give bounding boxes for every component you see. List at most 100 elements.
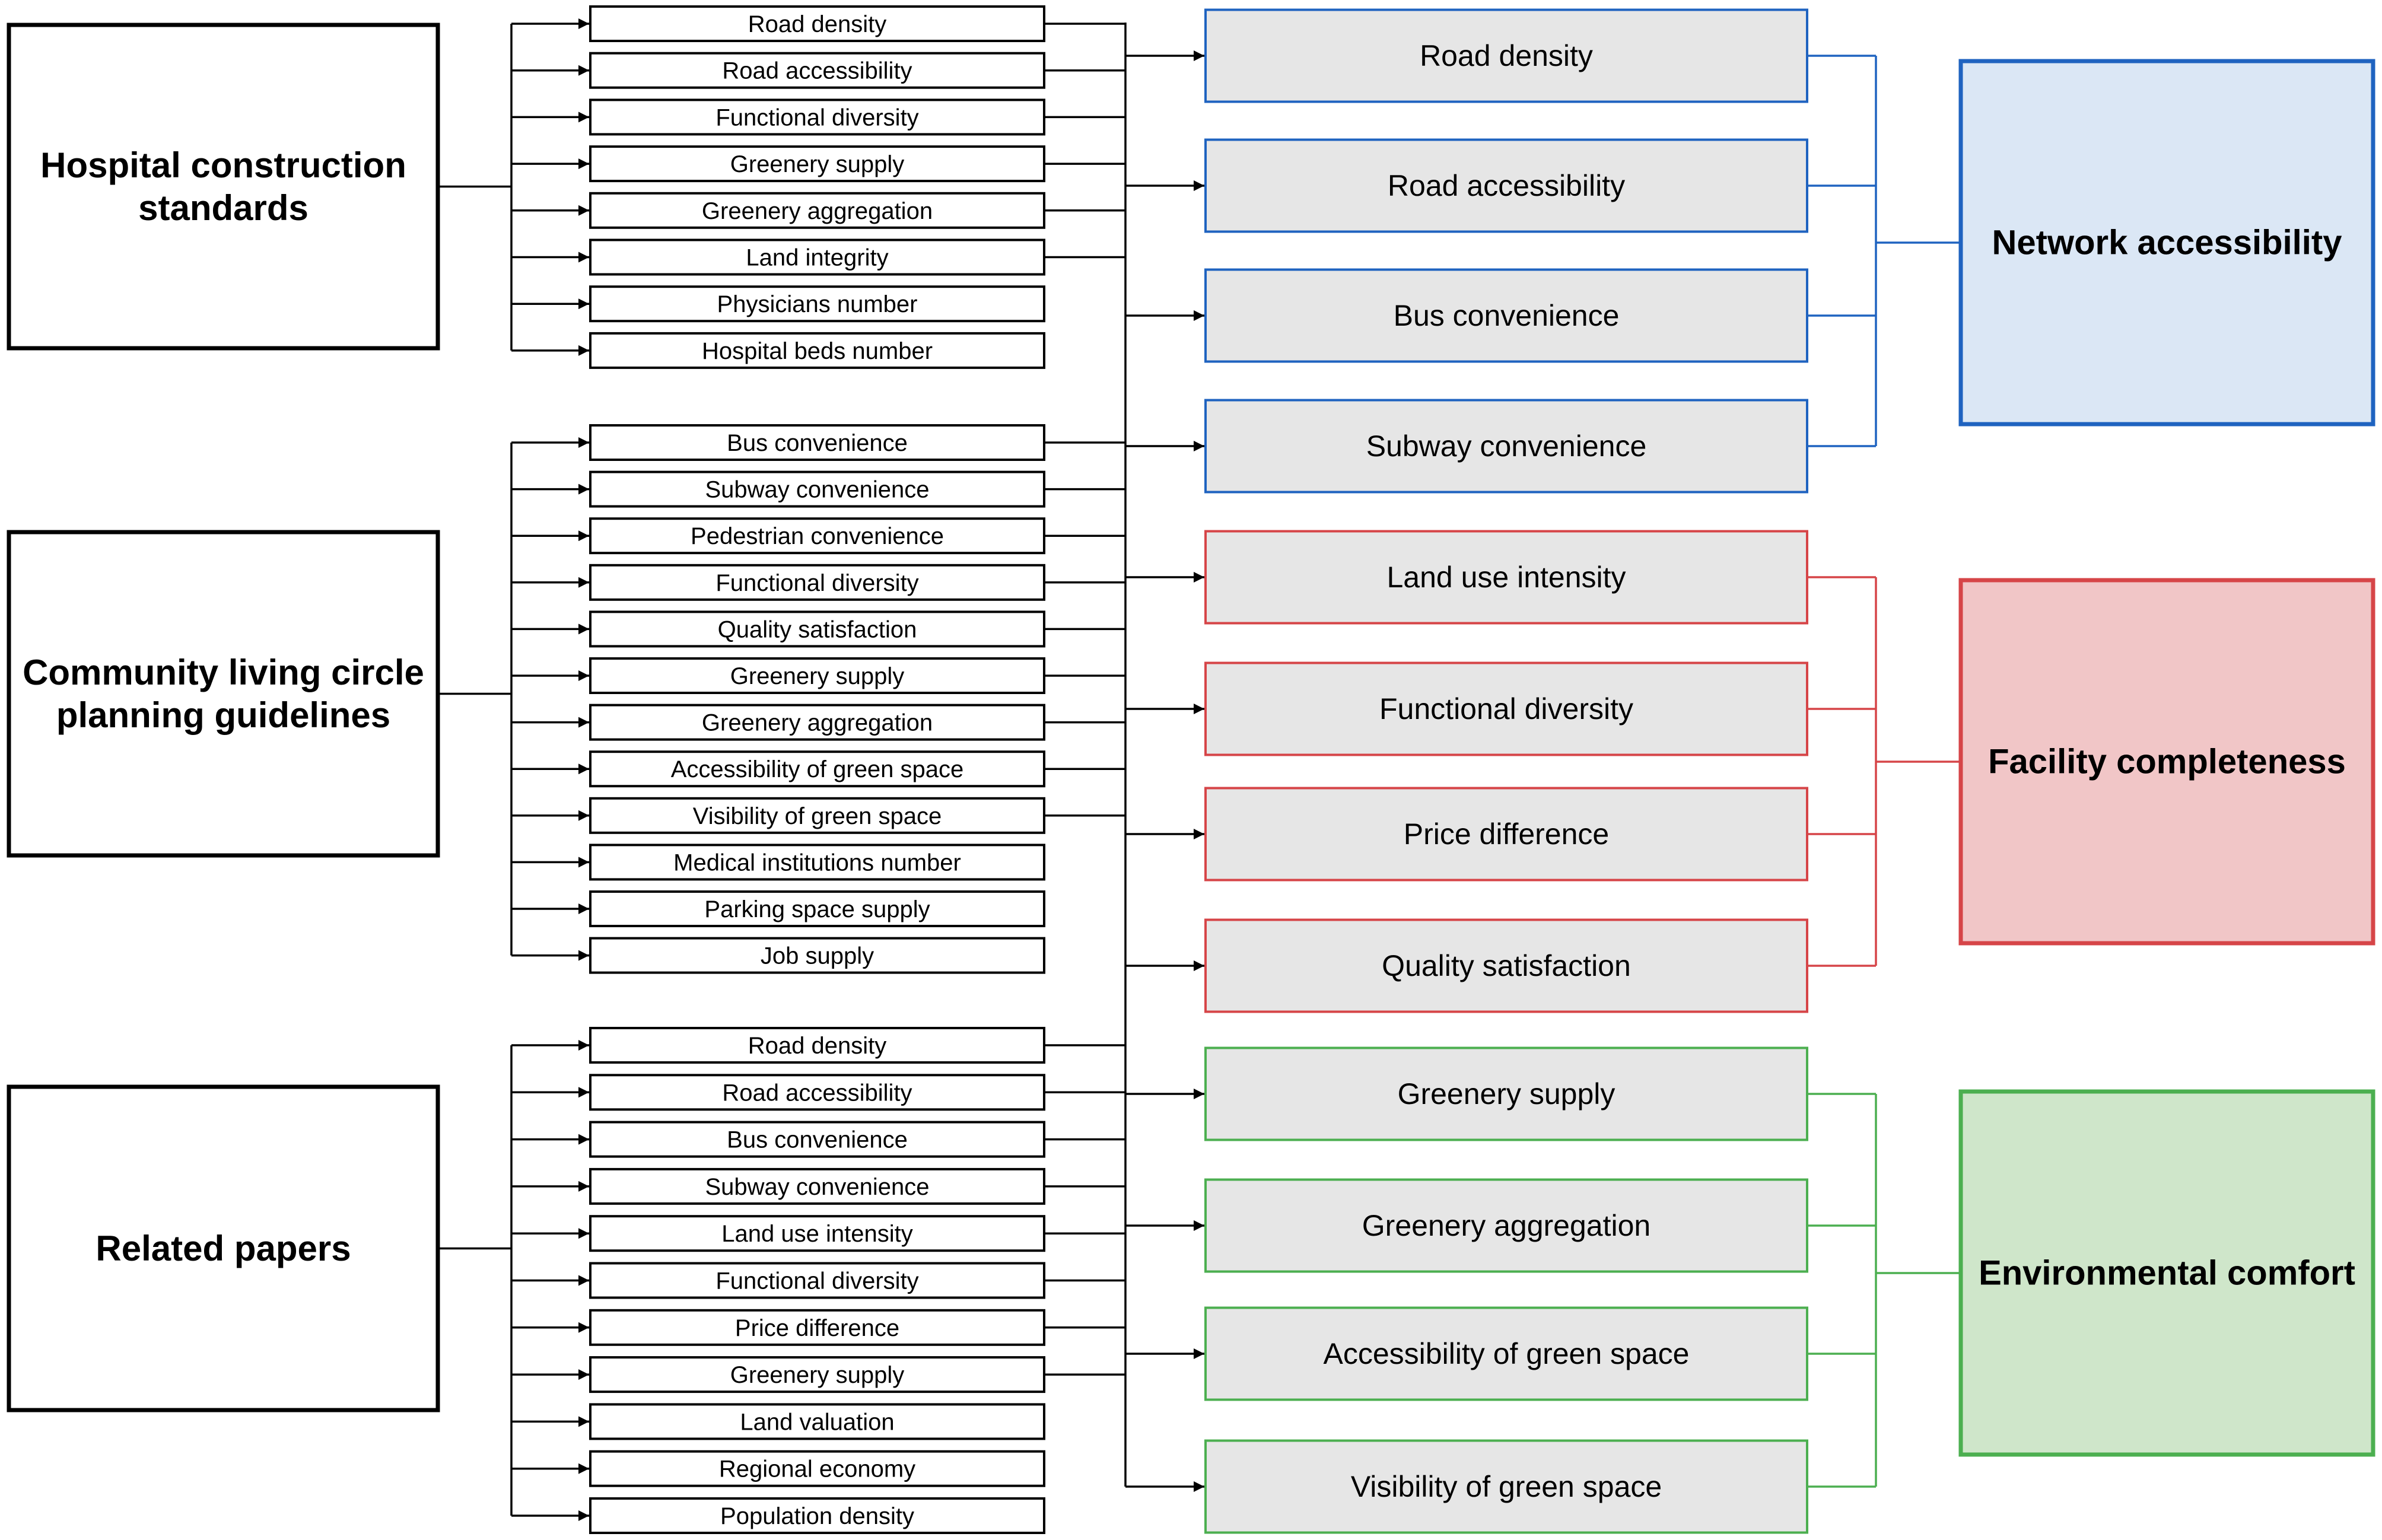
source-item-label: Bus convenience — [727, 430, 908, 456]
source-item-box — [589, 517, 1045, 555]
indicator-label: Greenery aggregation — [1362, 1209, 1650, 1242]
source-item-box — [589, 1356, 1045, 1393]
source-item-label: Road accessibility — [722, 1080, 912, 1106]
source-title: planning guidelines — [56, 695, 390, 735]
source-item-label: Pedestrian convenience — [691, 523, 944, 549]
indicator-box — [1204, 1046, 1808, 1141]
source-item-label: Accessibility of green space — [671, 756, 964, 782]
source-item-label: Hospital beds number — [702, 338, 933, 364]
source-item-label: Road density — [748, 1033, 886, 1059]
source-item-label: Population density — [720, 1503, 914, 1529]
source-item-box — [589, 145, 1045, 183]
indicator-label: Road accessibility — [1388, 169, 1625, 202]
source-item-label: Greenery aggregation — [702, 710, 933, 736]
source-box — [7, 530, 440, 858]
source-item-label: Land integrity — [746, 245, 888, 271]
source-item-box — [589, 610, 1045, 648]
source-item-label: Regional economy — [719, 1456, 915, 1482]
source-title: Community living circle — [23, 653, 424, 692]
dimension-box — [1958, 578, 2375, 946]
indicator-box — [1204, 268, 1808, 363]
source-item-box — [589, 1074, 1045, 1111]
source-item-box — [589, 890, 1045, 927]
source-item-label: Bus convenience — [727, 1127, 908, 1153]
source-item-box — [589, 1497, 1045, 1534]
source-item-box — [589, 657, 1045, 694]
indicator-box — [1204, 661, 1808, 756]
source-item-box — [589, 424, 1045, 461]
indicator-label: Road density — [1420, 39, 1593, 72]
source-item-box — [589, 192, 1045, 229]
source-item-label: Land use intensity — [721, 1221, 912, 1247]
indicator-label: Greenery supply — [1398, 1077, 1615, 1111]
source-item-label: Subway convenience — [705, 477, 929, 503]
source-item-box — [589, 797, 1045, 834]
indicator-box — [1204, 399, 1808, 494]
connector-lines — [438, 18, 1961, 1521]
source-item-label: Subway convenience — [705, 1174, 929, 1200]
source-item-box — [589, 332, 1045, 369]
dimension-title: Environmental comfort — [1979, 1254, 2355, 1293]
source-item-box — [589, 1309, 1045, 1346]
source-item-label: Price difference — [735, 1315, 899, 1341]
indicator-box — [1204, 1178, 1808, 1273]
source-item-label: Quality satisfaction — [718, 616, 917, 642]
dimension-title: Network accessibility — [1992, 224, 2342, 262]
dimension-box — [1958, 59, 2375, 427]
source-item-box — [589, 285, 1045, 323]
source-item-box — [589, 1167, 1045, 1205]
source-title: Related papers — [96, 1229, 351, 1268]
source-item-label: Greenery aggregation — [702, 198, 933, 224]
source-item-label: Physicians number — [717, 291, 918, 317]
source-item-box — [589, 52, 1045, 89]
indicator-label: Functional diversity — [1379, 692, 1633, 726]
source-item-box — [589, 98, 1045, 136]
source-item-label: Functional diversity — [715, 570, 918, 596]
source-item-label: Functional diversity — [715, 1268, 918, 1294]
source-item-box — [589, 1121, 1045, 1158]
source-title: Hospital construction — [40, 145, 406, 185]
source-box — [7, 1084, 440, 1412]
source-title: standards — [138, 188, 309, 228]
source-item-label: Medical institutions number — [673, 849, 961, 876]
source-item-label: Land valuation — [740, 1409, 894, 1435]
indicator-label: Land use intensity — [1386, 561, 1626, 594]
indicator-box — [1204, 8, 1808, 103]
source-item-label: Greenery supply — [730, 151, 904, 177]
indicator-box — [1204, 918, 1808, 1013]
indicator-box — [1204, 1306, 1808, 1401]
indicator-label: Subway convenience — [1366, 429, 1647, 463]
source-item-box — [589, 238, 1045, 276]
source-item-box — [589, 1027, 1045, 1064]
indicator-label: Price difference — [1404, 817, 1609, 851]
indicator-label: Quality satisfaction — [1382, 949, 1631, 982]
source-item-box — [589, 470, 1045, 508]
indicator-box — [1204, 530, 1808, 625]
source-item-box — [589, 564, 1045, 601]
source-item-box — [589, 937, 1045, 974]
source-item-label: Road density — [748, 11, 886, 37]
indicator-label: Bus convenience — [1394, 299, 1620, 332]
indicator-box — [1204, 787, 1808, 882]
source-item-box — [589, 750, 1045, 788]
source-item-label: Parking space supply — [704, 896, 930, 922]
source-item-box — [589, 704, 1045, 741]
indicator-label: Accessibility of green space — [1324, 1337, 1690, 1370]
dimension-title: Facility completeness — [1988, 743, 2346, 781]
source-box — [7, 23, 440, 351]
source-item-box — [589, 1450, 1045, 1487]
source-item-box — [589, 1262, 1045, 1299]
source-item-label: Greenery supply — [730, 1362, 904, 1388]
source-item-label: Visibility of green space — [693, 803, 942, 829]
source-item-label: Job supply — [761, 943, 874, 969]
indicator-box — [1204, 138, 1808, 233]
dimension-box — [1958, 1089, 2375, 1457]
source-item-label: Functional diversity — [715, 104, 918, 131]
source-item-box — [589, 844, 1045, 881]
source-item-box — [589, 1215, 1045, 1252]
source-item-label: Greenery supply — [730, 663, 904, 689]
source-item-box — [589, 5, 1045, 42]
indicator-label: Visibility of green space — [1351, 1470, 1662, 1503]
